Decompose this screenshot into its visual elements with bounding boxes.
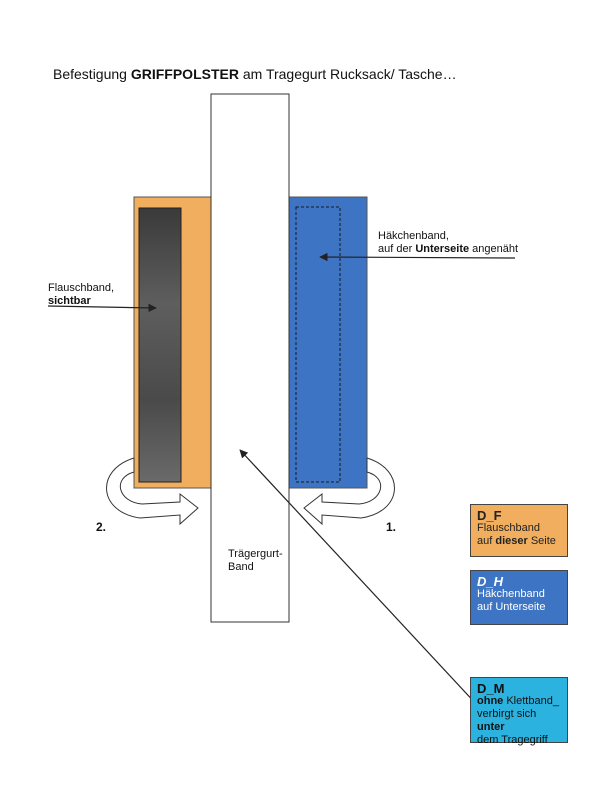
strap-label: Trägergurt- Band: [228, 548, 283, 574]
hook-label-line2-pre: auf der: [378, 243, 416, 255]
legend-dm: D_M ohne Klettband_ verbirgt sich unter …: [470, 677, 568, 746]
fleece-label-line2: sichtbar: [48, 295, 91, 307]
fleece-label: Flauschband, sichtbar: [48, 282, 114, 308]
right-label-arrow: [319, 252, 516, 262]
legend-df-line2-pre: auf: [477, 535, 496, 547]
legend-df-line2-bold: dieser: [495, 535, 528, 547]
legend-dh-line2: auf Unterseite: [477, 601, 546, 613]
legend-dm-line2-pre: verbirgt sich: [477, 708, 537, 720]
legend-df-code: D_F: [477, 508, 502, 523]
hook-label-line2-post: angenäht: [469, 243, 519, 255]
strap: [210, 93, 290, 623]
title-prefix: Befestigung: [53, 66, 131, 82]
legend-dm-line1-bold: ohne: [477, 695, 504, 707]
legend-dh-code: D_H: [477, 574, 504, 589]
legend-dm-line3: dem Tragegriff: [477, 734, 548, 746]
left-label-arrow: [47, 303, 157, 313]
fleece-label-line1: Flauschband,: [48, 282, 115, 294]
fleece-strip: [138, 207, 182, 483]
legend-dh-line1: Häkchenband: [477, 588, 545, 600]
hook-label: Häkchenband, auf der Unterseite angenäht: [378, 230, 518, 256]
legend-dm-code: D_M: [477, 681, 505, 696]
fold-arrow-right: [303, 457, 395, 526]
legend-dm-line1-post: Klettband_: [503, 695, 559, 707]
legend-df-line2-post: Seite: [527, 535, 556, 547]
step-1-label: 1.: [386, 520, 397, 534]
hook-strip-outline: [295, 206, 341, 483]
legend-dh: D_H Häkchenband auf Unterseite: [470, 570, 568, 625]
title-keyword: GRIFFPOLSTER: [130, 66, 239, 82]
fold-arrow-left: [106, 457, 199, 526]
legend-df-line1: Flauschband: [477, 522, 540, 534]
hook-label-line1: Häkchenband,: [378, 230, 449, 242]
legend-df: D_F Flauschband auf dieser Seite: [470, 504, 568, 557]
dm-pointer-arrow: [239, 449, 479, 707]
strap-label-line1: Trägergurt-: [228, 548, 283, 560]
title-suffix: am Tragegurt Rucksack/ Tasche…: [238, 66, 457, 82]
legend-dm-line2-bold: unter: [477, 721, 505, 733]
page-title: Befestigung GRIFFPOLSTER am Tragegurt Ru…: [53, 66, 457, 82]
right-pad: [288, 196, 368, 489]
strap-label-line2: Band: [228, 561, 254, 573]
hook-label-line2-bold: Unterseite: [415, 243, 470, 255]
step-2-label: 2.: [96, 520, 107, 534]
